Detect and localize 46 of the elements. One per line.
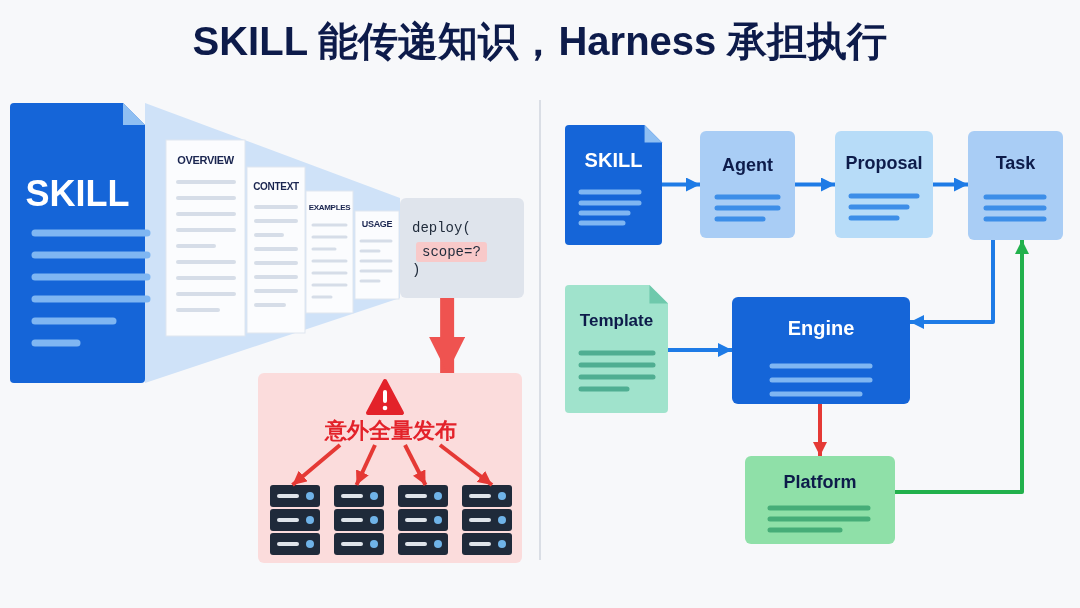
process-card: [835, 131, 933, 238]
arrow: [662, 177, 700, 192]
arrow: [795, 177, 835, 192]
process-card: [700, 131, 795, 238]
section-page: [247, 167, 305, 333]
node-label: Template: [578, 311, 655, 331]
server-stack: [398, 485, 448, 555]
arrow: [813, 404, 827, 456]
node-label: CONTEXT: [252, 181, 300, 192]
process-card: [968, 131, 1063, 240]
code-text: ): [412, 262, 421, 278]
node-label: Task: [994, 153, 1037, 174]
node-label: Engine: [786, 317, 856, 340]
node-label: EXAMPLES: [307, 203, 352, 212]
arrow: [895, 240, 1029, 494]
arrow: [403, 444, 428, 486]
node-label: SKILL: [583, 149, 644, 172]
arrow: [354, 444, 377, 486]
arrow: [933, 177, 968, 192]
node-label: Agent: [721, 155, 774, 176]
arrow: [910, 240, 995, 329]
server-stack: [462, 485, 512, 555]
section-page: [306, 191, 353, 313]
warning-panel: [258, 373, 522, 563]
process-card: [745, 456, 895, 544]
arrow: [438, 443, 494, 487]
arrow: [668, 343, 732, 357]
node-label: SKILL: [24, 173, 131, 215]
document-card: [565, 285, 668, 413]
code-text: scope=?: [416, 242, 487, 262]
process-card: [732, 297, 910, 404]
server-stack: [334, 485, 384, 555]
section-page: [355, 211, 399, 299]
node-label: Proposal: [844, 153, 924, 174]
section-page: [166, 140, 245, 336]
node-label: OVERVIEW: [176, 154, 235, 166]
arrow: [291, 443, 342, 487]
server-stack: [270, 485, 320, 555]
warning-text: 意外全量发布: [325, 417, 455, 445]
title: SKILL 能传递知识，Harness 承担执行: [191, 18, 889, 65]
document-card: [565, 125, 662, 245]
code-box: [400, 198, 524, 298]
node-label: USAGE: [360, 219, 394, 229]
node-label: Platform: [782, 472, 858, 493]
code-text: deploy(: [412, 220, 471, 236]
arrow: [429, 298, 466, 373]
